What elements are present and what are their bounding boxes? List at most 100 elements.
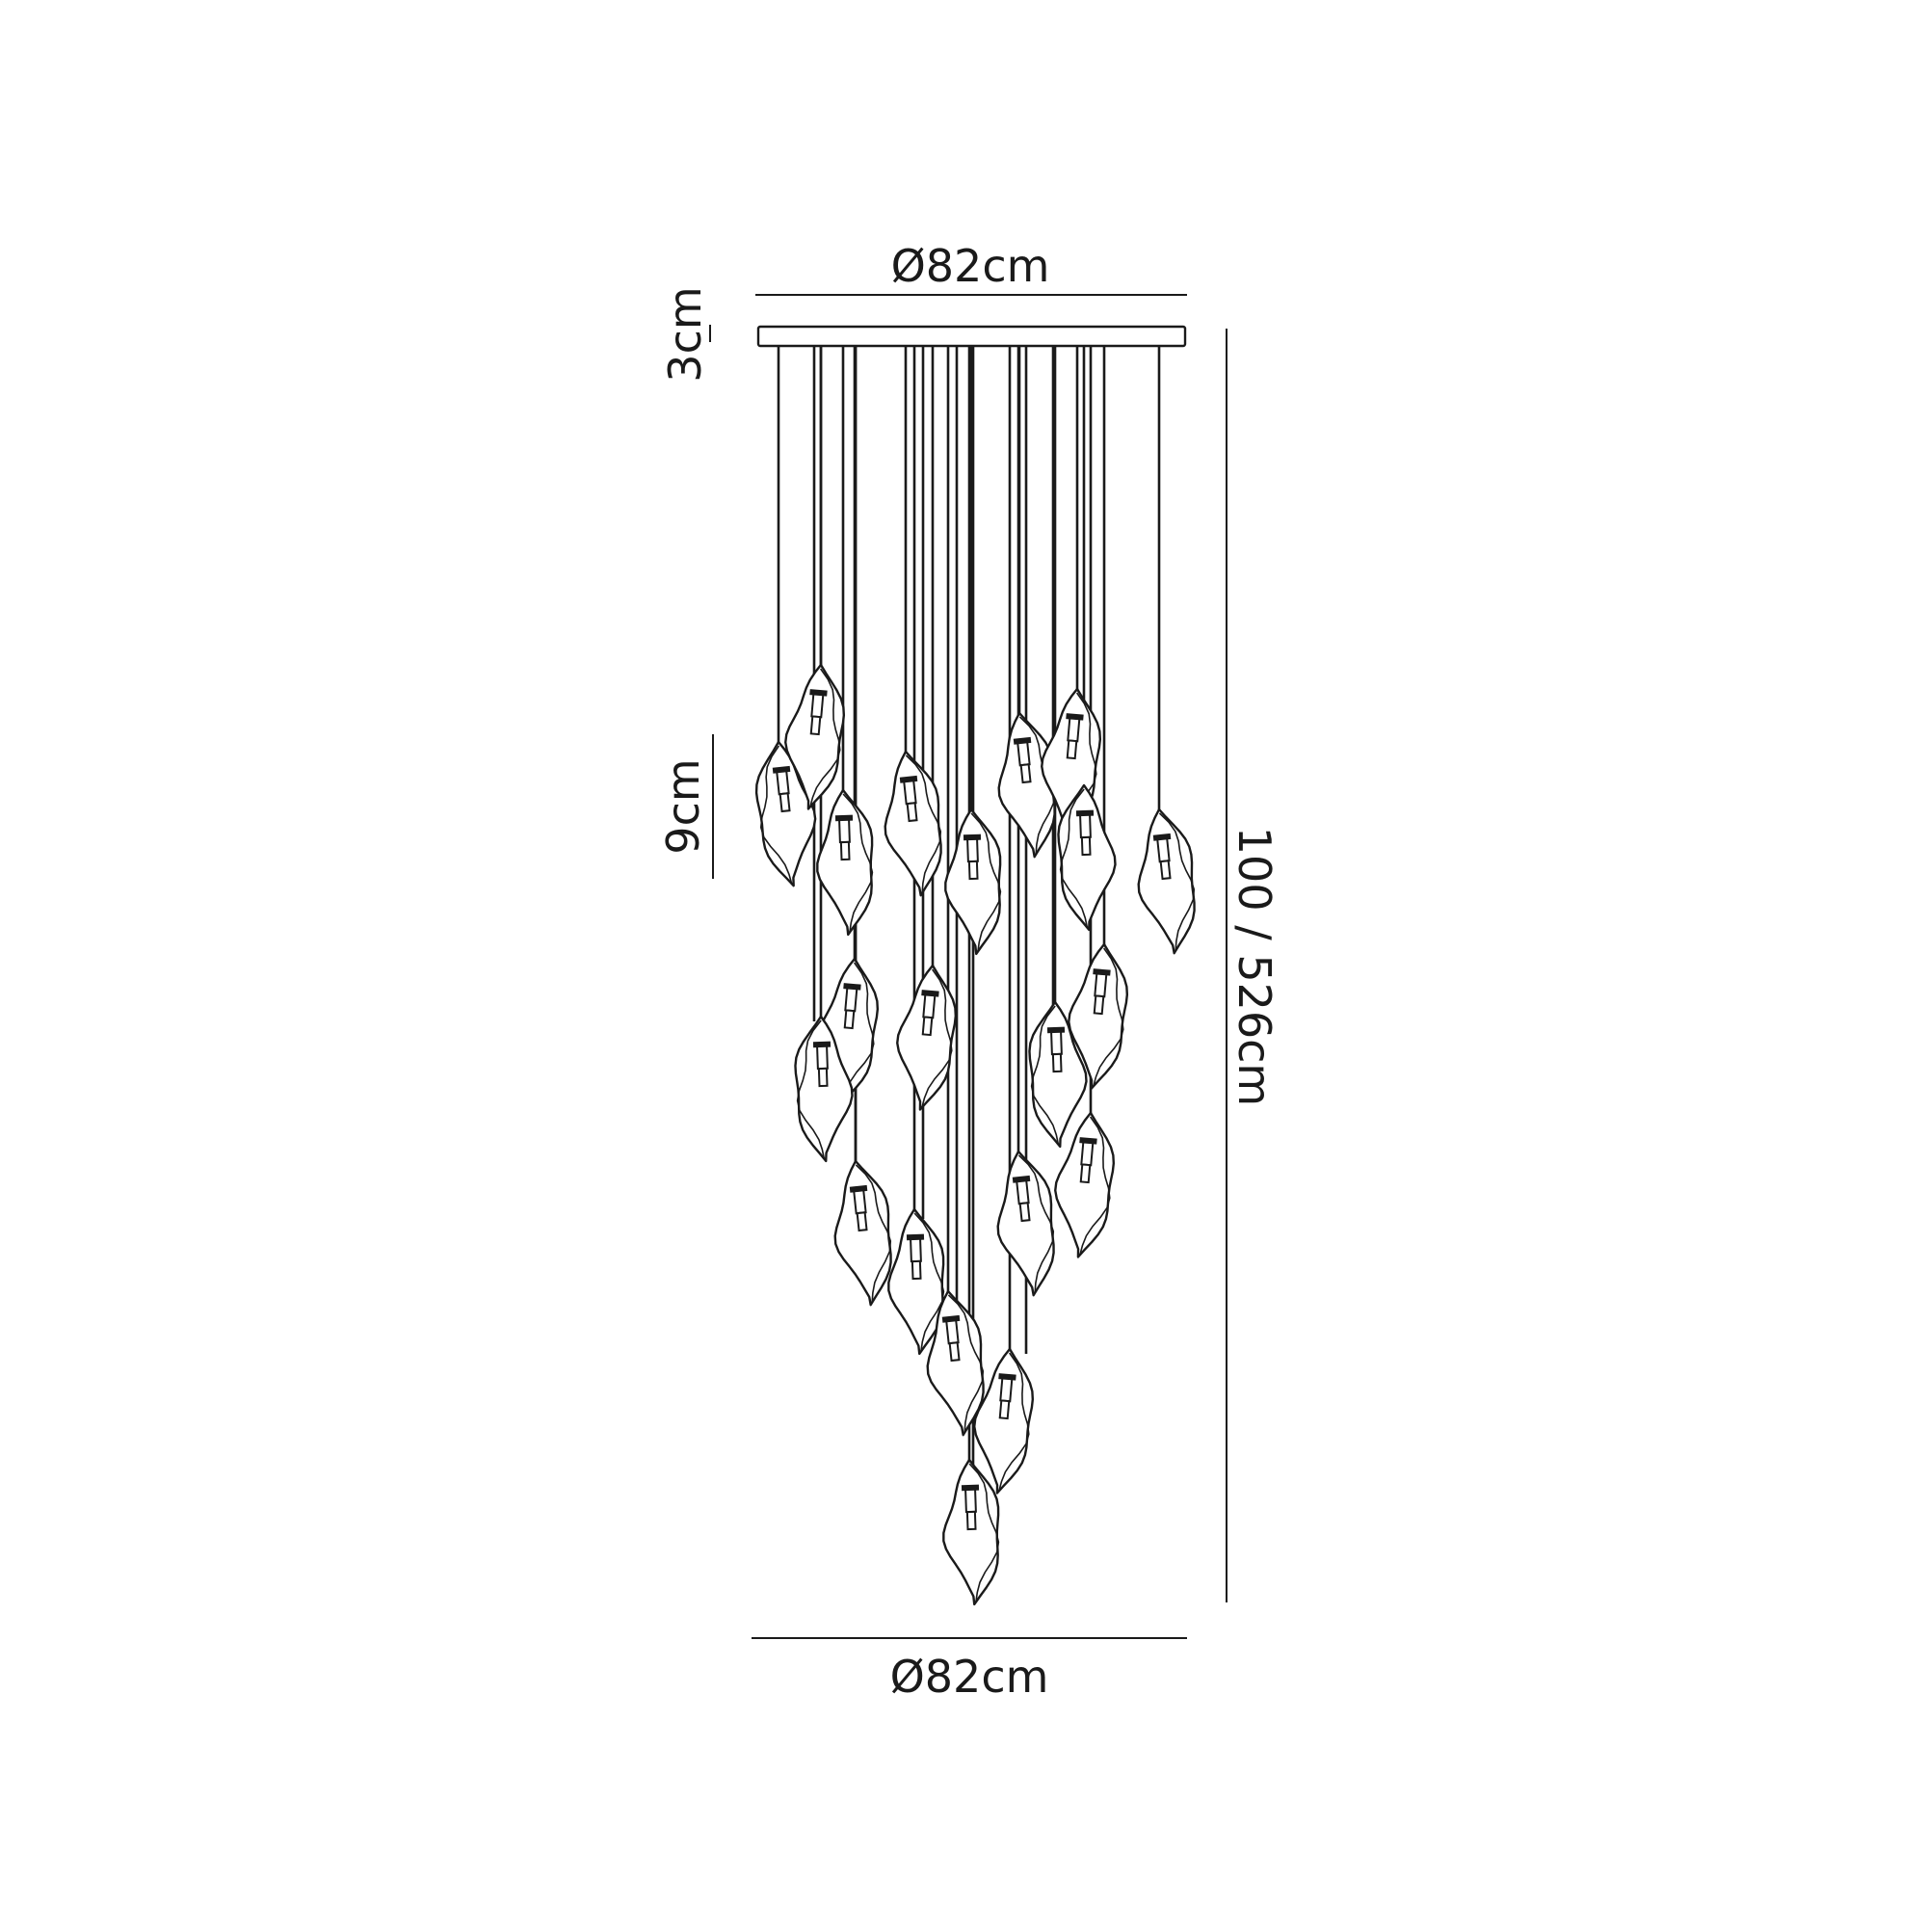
shade-clip	[834, 814, 854, 822]
pendant-shades	[754, 663, 1196, 1606]
pendant-shade	[833, 1159, 892, 1307]
glass-shade-edge	[855, 1164, 892, 1304]
ceiling-canopy	[756, 325, 1187, 348]
glass-shade-outline	[884, 750, 942, 897]
lamp-bulb	[998, 1399, 1011, 1420]
lamp-holder	[999, 1376, 1014, 1403]
glass-shade-outline	[816, 788, 874, 937]
glass-shade-edge	[759, 745, 793, 885]
shade-clip	[998, 1373, 1016, 1381]
shade-clip	[843, 983, 861, 991]
shade-clip	[1079, 1137, 1097, 1145]
shade-clip	[899, 775, 918, 783]
shade-clip	[941, 1314, 961, 1323]
pendant-shade	[896, 964, 958, 1111]
lamp-holder	[1050, 1029, 1063, 1056]
shade-clip	[963, 834, 982, 841]
glass-shade-edge	[1030, 1005, 1060, 1146]
lamp-bulb	[967, 860, 979, 881]
overall-height-dimension: 100 / 526cm	[1226, 329, 1280, 1602]
lamp-bulb	[1018, 1202, 1031, 1223]
glass-shade-outline	[833, 1159, 892, 1307]
pendant-shade	[1054, 1111, 1116, 1258]
shade-clip	[772, 765, 791, 774]
shade-height-dimension: 9cm	[657, 734, 714, 879]
lamp-bulb	[1066, 739, 1078, 760]
glass-shade-outline	[996, 1150, 1055, 1297]
glass-shade-edge	[1017, 1154, 1055, 1294]
glass-shade-edge	[970, 812, 1002, 952]
shade-clip	[921, 990, 939, 997]
pendant-shade	[884, 750, 942, 897]
glass-shade-edge	[947, 1294, 985, 1434]
pendant-shade	[942, 1458, 1000, 1606]
lamp-holder	[1067, 716, 1081, 743]
lamp-holder	[910, 1236, 922, 1263]
lamp-holder	[1079, 812, 1092, 839]
lamp-holder	[964, 1487, 977, 1514]
shade-clip	[809, 689, 828, 697]
lamp-bulb	[906, 802, 918, 823]
lamp-bulb	[1051, 1052, 1063, 1073]
pendant-shade	[887, 1207, 945, 1356]
lamp-bulb	[1159, 860, 1172, 881]
glass-shade-outline	[887, 1207, 945, 1356]
pendant-shade	[996, 1150, 1055, 1297]
canopy-height-dimension: 3cm	[659, 286, 711, 383]
glass-shade-edge	[913, 1212, 945, 1352]
shade-clip	[1046, 1026, 1066, 1034]
lamp-bulb	[809, 715, 822, 736]
pendant-shade	[1068, 942, 1129, 1090]
lamp-bulb	[1019, 763, 1032, 784]
lamp-holder	[816, 1044, 829, 1071]
lamp-holder	[945, 1318, 960, 1345]
canopy-height-label: 3cm	[659, 286, 711, 382]
glass-shade-edge	[998, 1352, 1030, 1492]
lamp-bulb	[1080, 835, 1092, 857]
glass-shade-edge	[796, 1019, 826, 1160]
shade-clip	[1093, 968, 1111, 976]
lamp-bulb	[839, 840, 851, 861]
lamp-holder	[922, 992, 937, 1019]
shade-clip	[1013, 736, 1032, 745]
lamp-holder	[1080, 1140, 1095, 1167]
glass-shade-edge	[843, 962, 875, 1101]
glass-shade-outline	[1054, 1111, 1116, 1258]
pendant-shade	[754, 740, 817, 887]
glass-shade-outline	[1137, 807, 1196, 955]
glass-shade-edge	[1093, 947, 1124, 1087]
glass-shade-outline	[754, 740, 817, 887]
lamp-holder	[903, 779, 917, 806]
glass-shade-edge	[905, 754, 942, 894]
glass-shade-outline	[784, 663, 846, 810]
glass-shade-outline	[944, 807, 1002, 956]
lamp-holder	[966, 836, 979, 863]
pendant-shade	[944, 807, 1002, 956]
pendant-shade	[1028, 1000, 1088, 1149]
lamp-bulb	[843, 1009, 856, 1030]
glass-shade-edge	[1158, 812, 1196, 952]
shade-clip	[1152, 833, 1172, 841]
lamp-holder	[1016, 1178, 1030, 1205]
pendant-shade	[1057, 783, 1117, 932]
lamp-holder	[844, 986, 858, 1013]
shade-clip	[849, 1184, 868, 1193]
lamp-bulb	[965, 1510, 977, 1531]
lamp-holder	[1016, 740, 1031, 767]
lamp-holder	[1156, 836, 1171, 863]
shade-clip	[1066, 713, 1084, 721]
glass-shade-outline	[926, 1289, 985, 1437]
glass-shade-edge	[1059, 788, 1089, 929]
bottom-diameter-label: Ø82cm	[890, 1651, 1049, 1703]
pendant-shade	[1137, 807, 1196, 955]
lamp-holder	[838, 817, 851, 844]
lamp-bulb	[1079, 1163, 1092, 1184]
shade-clip	[1075, 809, 1095, 817]
lamp-bulb	[921, 1016, 934, 1037]
lamp-holder	[1094, 971, 1108, 998]
shade-clip	[906, 1233, 925, 1241]
glass-shade-outline	[973, 1347, 1035, 1495]
shade-clip	[812, 1041, 832, 1048]
